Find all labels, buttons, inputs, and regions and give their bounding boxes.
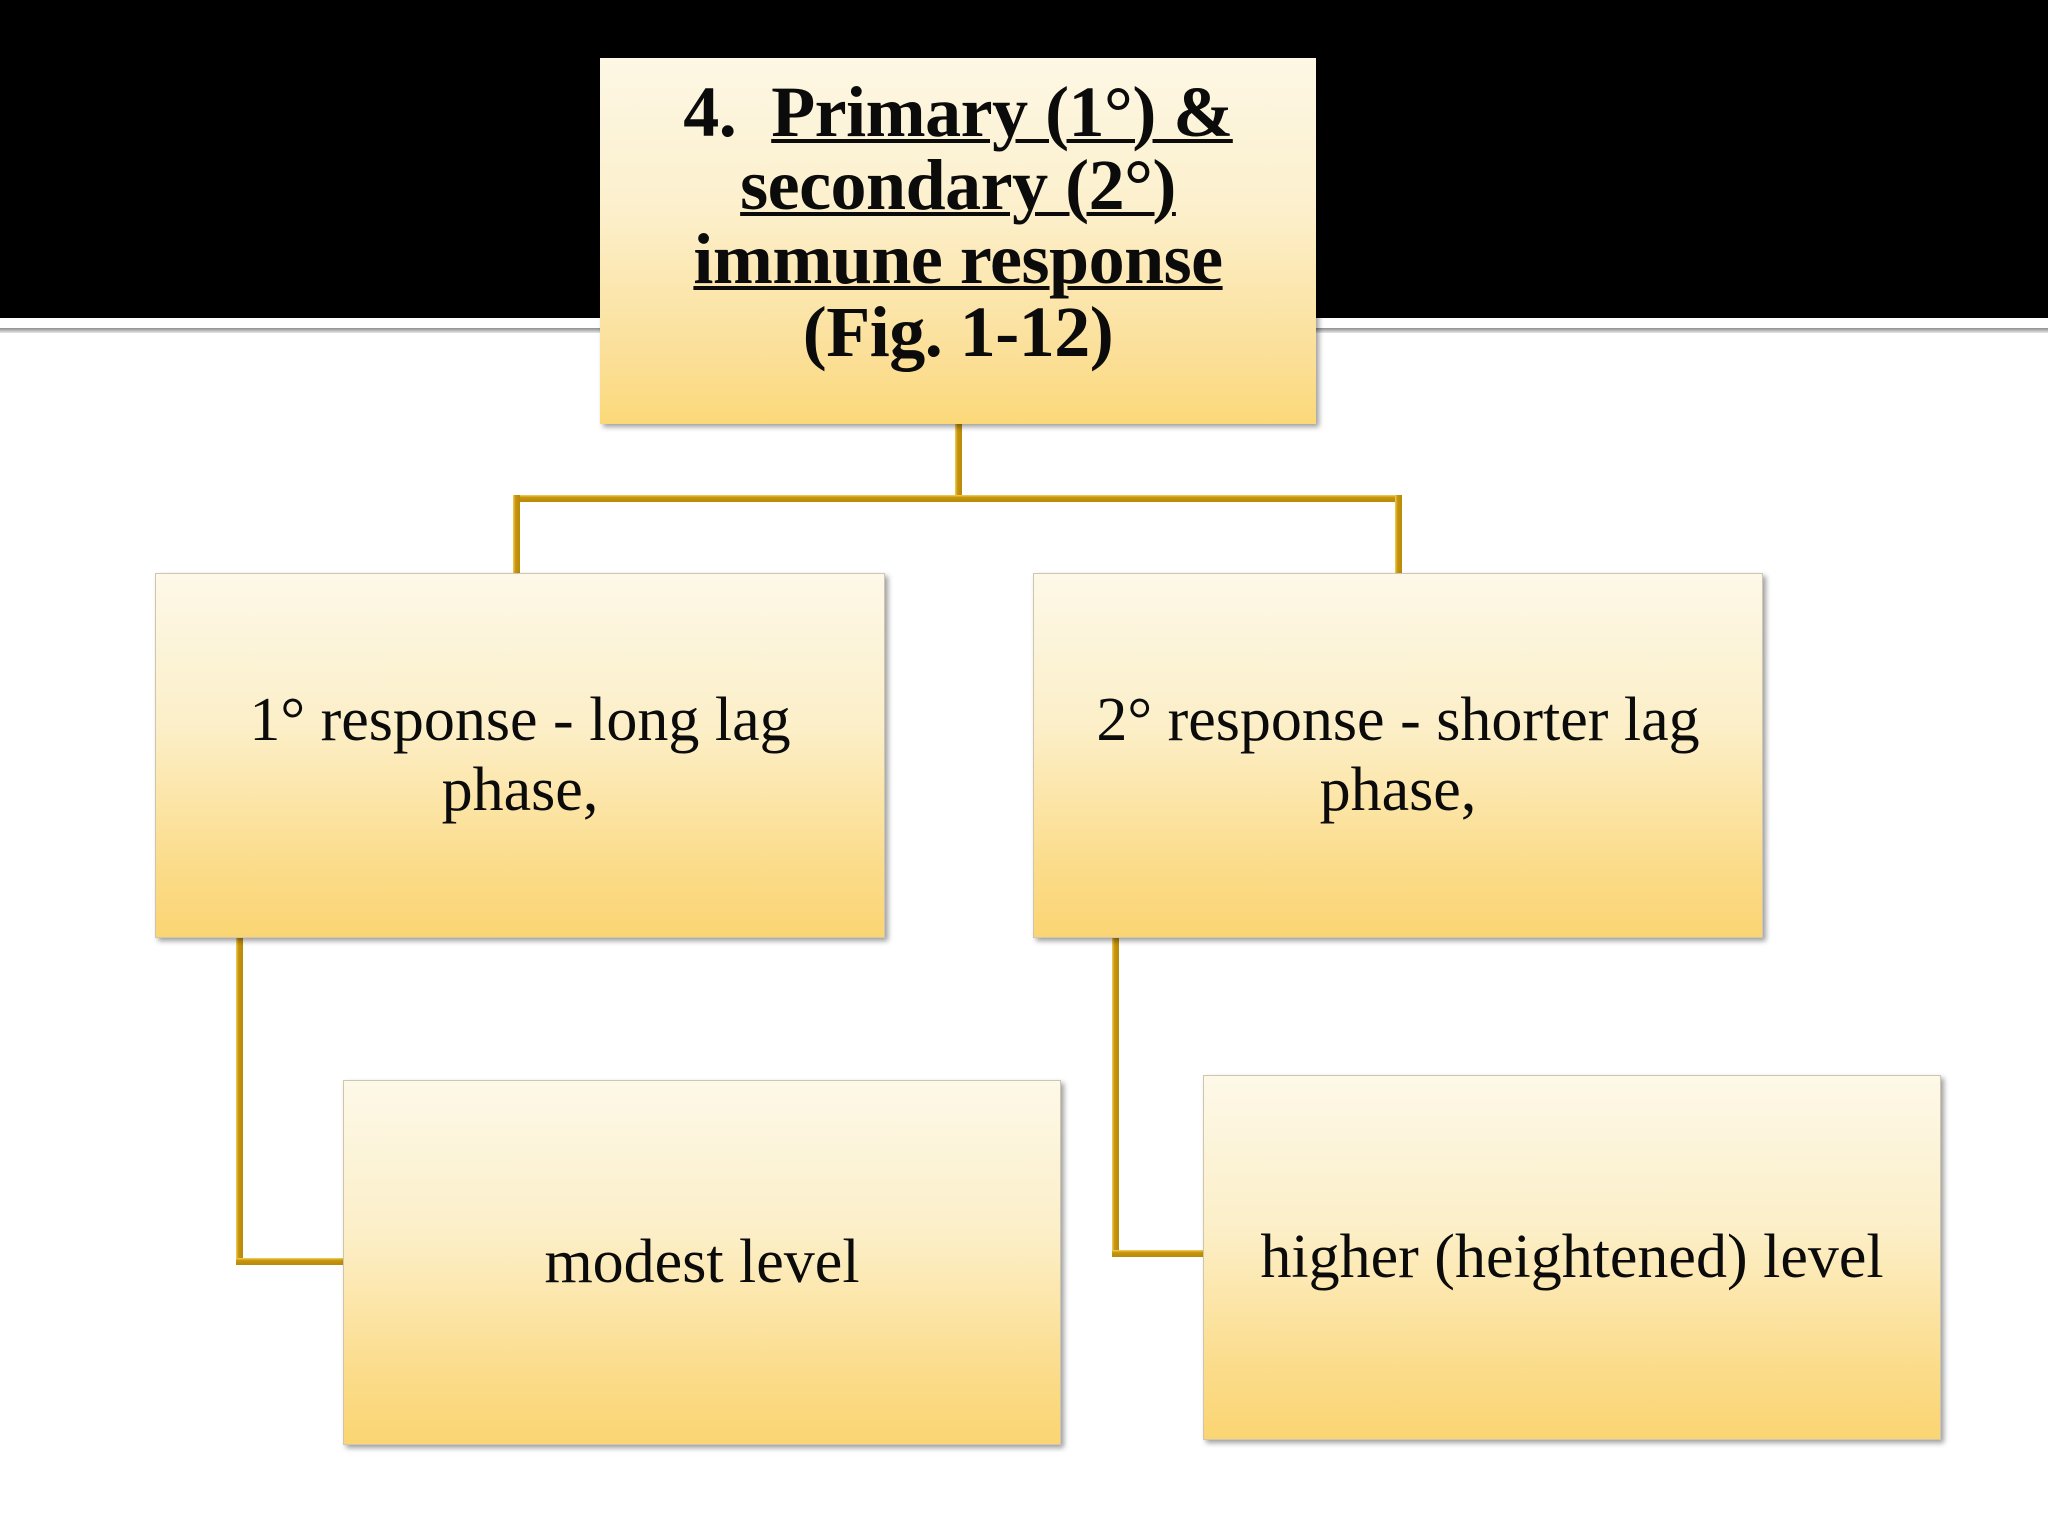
- node-modest-level[interactable]: modest level: [343, 1080, 1061, 1445]
- node-higher-label: higher (heightened) level: [1260, 1222, 1884, 1291]
- connector-primary-down: [236, 935, 243, 1265]
- title-line-1: Primary (1°) &: [771, 72, 1233, 152]
- node-secondary-label: 2° response - shorter lag phase,: [1096, 686, 1700, 824]
- connector-secondary-to-higher: [1112, 1250, 1212, 1257]
- connector-title-horizontal: [513, 495, 1402, 502]
- node-title-box[interactable]: 4. Primary (1°) &secondary (2°)immune re…: [600, 58, 1316, 424]
- node-higher-level[interactable]: higher (heightened) level: [1203, 1075, 1941, 1440]
- title-line-4: (Fig. 1-12): [802, 292, 1114, 373]
- node-secondary-response[interactable]: 2° response - shorter lag phase,: [1033, 573, 1763, 938]
- node-modest-label: modest level: [544, 1227, 860, 1296]
- title-number: 4.: [683, 72, 737, 152]
- node-primary-response[interactable]: 1° response - long lag phase,: [155, 573, 885, 938]
- connector-title-stem: [955, 424, 962, 499]
- connector-to-primary: [513, 495, 520, 577]
- connector-to-secondary: [1395, 495, 1402, 577]
- title-line-2: secondary (2°): [740, 145, 1176, 226]
- connector-secondary-down: [1112, 935, 1119, 1257]
- node-title-text: 4. Primary (1°) &secondary (2°)immune re…: [600, 75, 1316, 373]
- connector-primary-to-modest: [236, 1258, 351, 1265]
- node-primary-label: 1° response - long lag phase,: [249, 686, 791, 824]
- title-line-3: immune response: [693, 218, 1223, 299]
